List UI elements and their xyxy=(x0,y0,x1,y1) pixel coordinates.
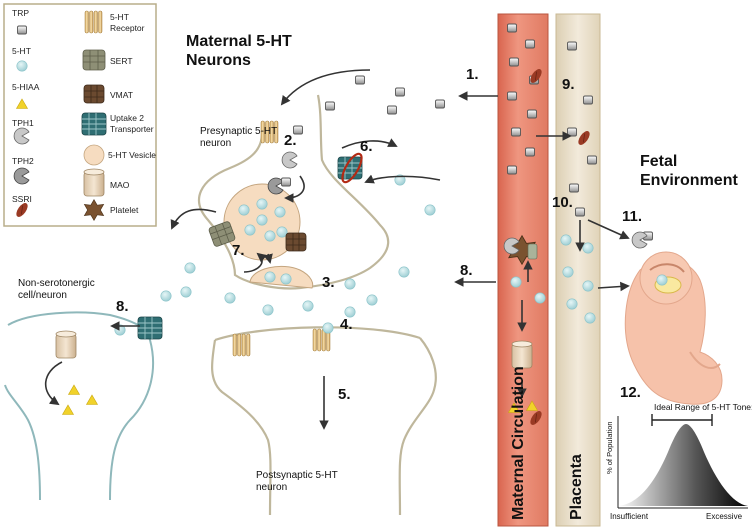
step-4: 4. xyxy=(340,316,353,333)
step-6: 6. xyxy=(360,138,373,155)
legend-label-vmat: VMAT xyxy=(110,90,133,100)
legend-label-uptake2-2: Transporter xyxy=(110,124,154,134)
step-1: 1. xyxy=(466,66,479,83)
postsynaptic-receptor-left xyxy=(232,333,251,357)
5ht-tone-inset-chart xyxy=(617,414,748,509)
step-10: 10. xyxy=(552,194,573,211)
title-line-1: Maternal 5-HT xyxy=(186,33,292,50)
postsynaptic-label-2: neuron xyxy=(256,482,288,493)
nonsero-label-1: Non-serotonergic xyxy=(18,278,95,289)
legend-label-sert: SERT xyxy=(110,56,133,66)
step-12: 12. xyxy=(620,384,641,401)
step-9: 9. xyxy=(562,76,575,93)
fetus-illustration xyxy=(624,251,723,405)
step-8-nonsero: 8. xyxy=(116,298,129,315)
inset-title: Ideal Range of 5-HT Tone: xyxy=(654,402,752,412)
legend-label-mao: MAO xyxy=(110,180,130,190)
legend-label-vesicle: 5-HT Vesicle xyxy=(108,150,157,160)
legend-label-uptake2-1: Uptake 2 xyxy=(110,113,145,123)
nonsero-uptake2 xyxy=(137,316,163,340)
placenta-label: Placenta xyxy=(568,454,585,520)
legend-box xyxy=(3,3,157,227)
legend-label-receptor-2: Receptor xyxy=(110,23,145,33)
pathway-arrows xyxy=(44,69,630,430)
inset-xlabel-right: Excessive xyxy=(706,512,743,521)
step-11: 11. xyxy=(622,208,643,225)
legend-label-5hiaa: 5-HIAA xyxy=(12,82,40,92)
postsynaptic-label-1: Postsynaptic 5-HT xyxy=(256,470,338,481)
legend-label-tph1: TPH1 xyxy=(12,118,34,128)
title-line-2: Neurons xyxy=(186,52,251,69)
vesicle-vmat xyxy=(285,232,307,252)
presynaptic-label-1: Presynaptic 5-HT xyxy=(200,126,278,137)
ssri-ring-icon xyxy=(341,152,363,184)
step-3: 3. xyxy=(322,274,335,291)
maternal-circulation-column xyxy=(497,13,549,527)
legend-label-5ht: 5-HT xyxy=(12,46,31,56)
vmat-icon xyxy=(83,84,105,104)
maternal-circulation-label: Maternal Circulation xyxy=(510,366,527,520)
step-8-circulation: 8. xyxy=(460,262,473,279)
legend-label-trp: TRP xyxy=(12,8,29,18)
fetal-label-1: Fetal xyxy=(640,153,678,170)
tph2-enzyme xyxy=(281,151,298,169)
step-7: 7. xyxy=(232,242,245,259)
inset-xlabel-left: Insufficient xyxy=(610,512,649,521)
presynaptic-label-2: neuron xyxy=(200,138,232,149)
sert-icon xyxy=(82,49,106,71)
legend-label-receptor-1: 5-HT xyxy=(110,12,129,22)
inset-ylabel: % of Population xyxy=(605,421,614,474)
presynaptic-membrane xyxy=(198,94,390,290)
non-serotonergic-membrane xyxy=(4,311,154,501)
uptake2-transporter-icon xyxy=(81,112,107,136)
nonsero-label-2: cell/neuron xyxy=(18,290,67,301)
tph2-enzyme-2 xyxy=(267,177,284,195)
nonsero-mao xyxy=(55,330,77,359)
serotonin-circle-icon xyxy=(16,60,28,72)
step-5: 5. xyxy=(338,386,351,403)
legend-label-ssri: SSRI xyxy=(12,194,32,204)
legend-label-platelet: Platelet xyxy=(110,205,139,215)
fetal-label-2: Environment xyxy=(640,172,738,189)
5ht-vesicle-icon xyxy=(83,144,105,166)
trp-square-icon xyxy=(17,25,27,35)
legend-label-tph2: TPH2 xyxy=(12,156,34,166)
postsynaptic-membrane xyxy=(211,337,437,516)
mao-cylinder-icon xyxy=(83,168,105,197)
step-2: 2. xyxy=(284,132,297,149)
